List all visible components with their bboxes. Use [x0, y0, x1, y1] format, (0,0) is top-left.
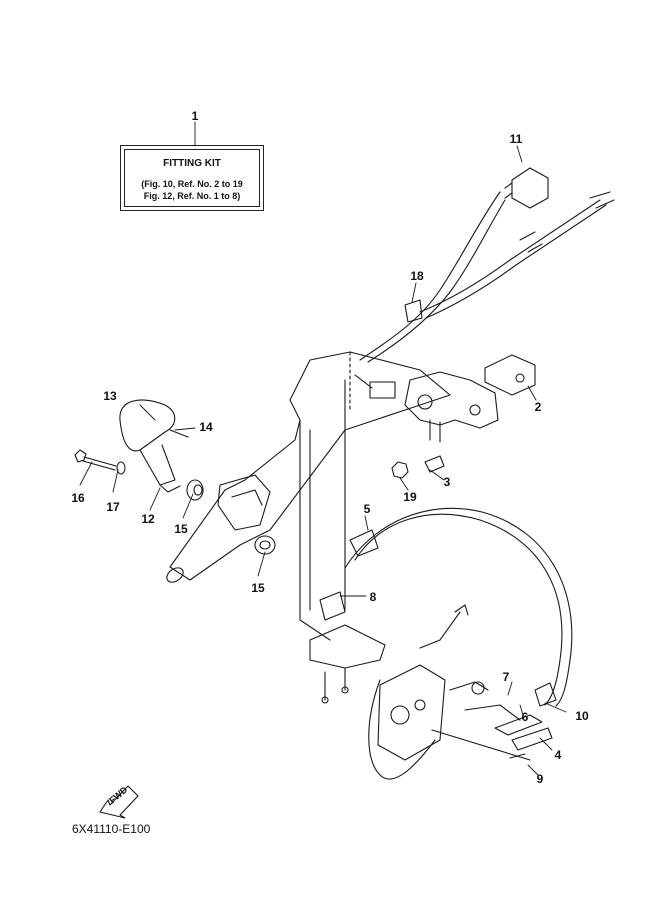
callout-2: 2 [534, 400, 542, 414]
fitting-kit-line-1: (Fig. 10, Ref. No. 2 to 19 [141, 179, 243, 189]
callout-13: 13 [103, 389, 117, 403]
callout-8: 8 [369, 590, 377, 604]
grommets [186, 479, 276, 555]
callout-18: 18 [410, 269, 424, 283]
callout-11: 11 [509, 132, 523, 146]
callout-14: 14 [199, 420, 213, 434]
callout-19: 19 [403, 490, 417, 504]
fwd-arrow-icon [99, 785, 139, 819]
mount-bracket [354, 354, 536, 443]
tiller-body [166, 351, 451, 641]
fitting-kit-line-2: Fig. 12, Ref. No. 1 to 8) [143, 191, 241, 201]
callout-5: 5 [363, 502, 371, 516]
callout-12: 12 [141, 512, 155, 526]
drawing-code: 6X41110-E100 [72, 822, 151, 836]
callout-7: 7 [502, 670, 510, 684]
callout-3: 3 [443, 475, 451, 489]
leader-lines [79, 121, 567, 776]
callout-10: 10 [575, 709, 589, 723]
callout-9: 9 [536, 772, 544, 786]
callout-16: 16 [71, 491, 85, 505]
lower-mount-plate [309, 591, 386, 704]
callout-4: 4 [554, 748, 562, 762]
linkage-assembly [377, 604, 557, 761]
callout-6: 6 [521, 710, 529, 724]
shift-handle [119, 399, 189, 493]
callout-17: 17 [106, 500, 120, 514]
callout-15-lower: 15 [251, 581, 265, 595]
callout-15-upper: 15 [174, 522, 188, 536]
cable-harness [359, 167, 615, 363]
fitting-kit-box: FITTING KIT (Fig. 10, Ref. No. 2 to 19 F… [120, 145, 264, 211]
callout-1: 1 [191, 109, 199, 123]
bolt-and-washer [74, 449, 126, 475]
nut-and-stud [391, 455, 445, 479]
throttle-cable-loop [344, 507, 573, 780]
fitting-kit-title: FITTING KIT [163, 158, 221, 169]
